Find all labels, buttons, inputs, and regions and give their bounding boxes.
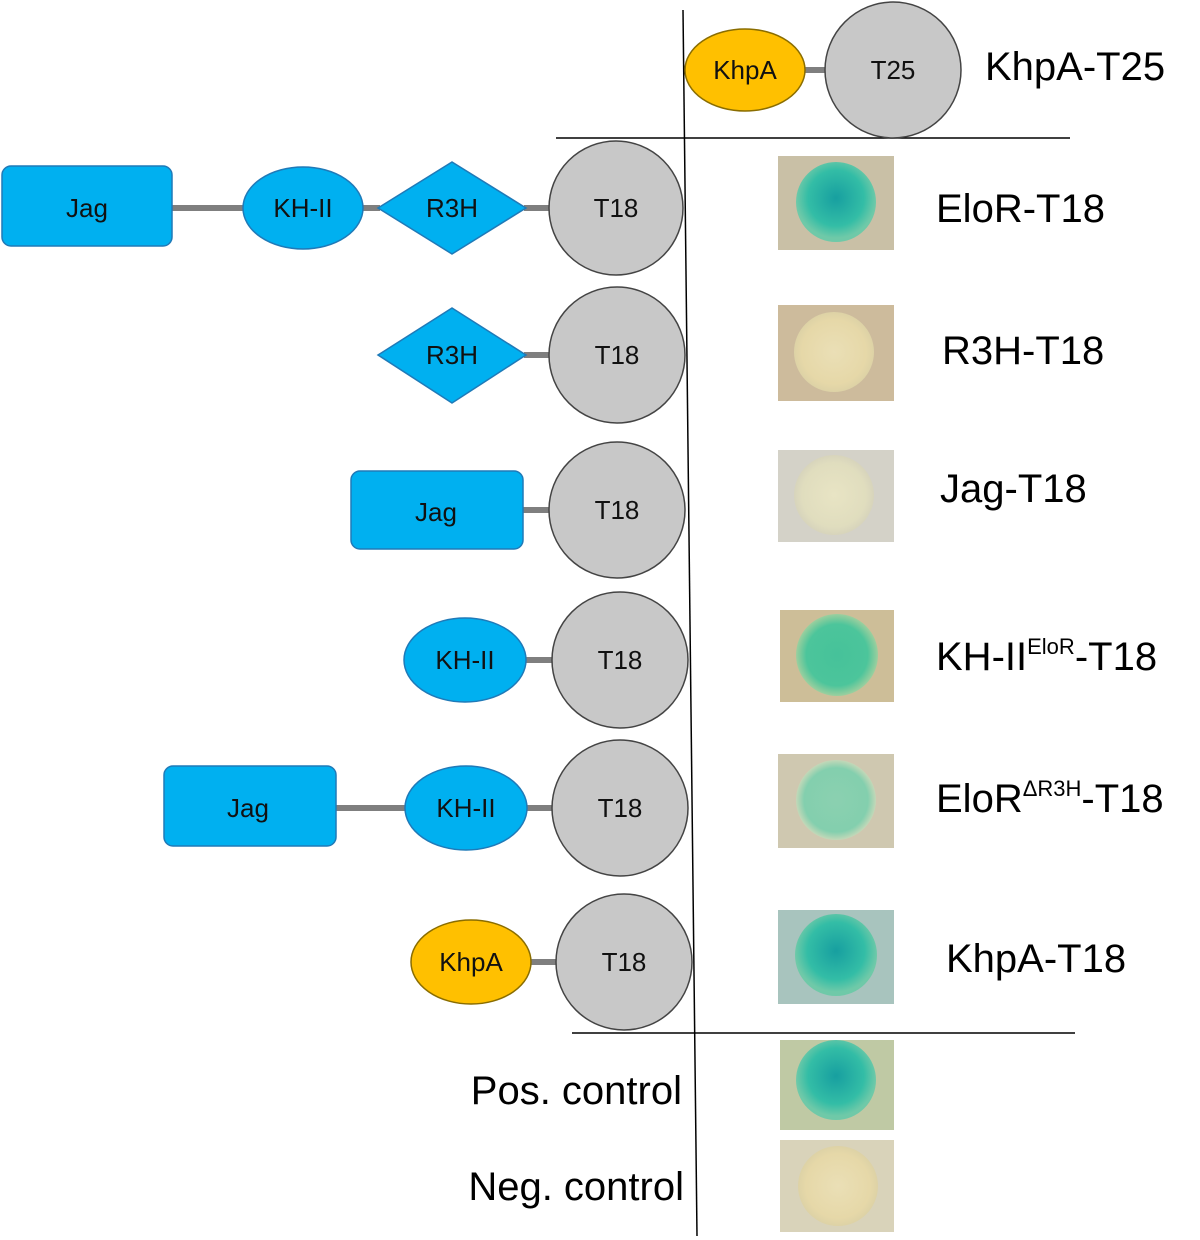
khpa-domain: [684, 28, 806, 112]
control-label: Neg. control: [468, 1165, 684, 1209]
control-row-negative: Neg. control: [468, 1140, 894, 1232]
construct-label: R3H-T18: [942, 329, 1104, 373]
construct-row-elor-delta-r3h: Jag KH-II T18 EloRΔR3H-T18: [163, 739, 1164, 877]
khpa-domain-label: KhpA: [713, 55, 777, 85]
r3h-domain: [376, 307, 528, 404]
colony-spot: [796, 162, 876, 242]
vertical-divider: [682, 9, 698, 1237]
construct-label-main: EloR: [936, 777, 1023, 821]
header-construct: KhpA T25 KhpA-T25: [684, 1, 1165, 139]
kh-ii-domain: [404, 765, 528, 851]
t18-tag: [548, 140, 684, 276]
t18-tag: [555, 893, 693, 1031]
t18-tag-label: T18: [598, 645, 643, 675]
control-row-positive: Pos. control: [471, 1040, 894, 1130]
t18-tag-label: T18: [595, 495, 640, 525]
colony-spot: [796, 614, 878, 696]
construct-label: Jag-T18: [940, 467, 1087, 511]
construct-label-tail: -T18: [1075, 635, 1157, 679]
construct-label: KH-IIEloR-T18: [936, 634, 1157, 679]
kh-ii-domain-label: KH-II: [436, 793, 495, 823]
jag-domain: [1, 165, 173, 247]
construct-label-tail: -T18: [1081, 777, 1163, 821]
colony-spot: [796, 1040, 876, 1120]
t18-tag: [551, 739, 689, 877]
colony-spot: [794, 455, 874, 535]
t25-tag: [824, 1, 962, 139]
construct-label-main: KH-II: [936, 635, 1027, 679]
t18-tag-label: T18: [598, 793, 643, 823]
construct-label: EloRΔR3H-T18: [936, 776, 1164, 821]
construct-label-superscript: EloR: [1027, 634, 1075, 659]
jag-domain-label: Jag: [415, 497, 457, 527]
construct-label: EloR-T18: [936, 187, 1105, 231]
khpa-domain-label: KhpA: [439, 947, 503, 977]
construct-label: KhpA-T18: [946, 937, 1126, 981]
kh-ii-domain-label: KH-II: [435, 645, 494, 675]
jag-domain: [163, 765, 337, 847]
t18-tag-label: T18: [595, 340, 640, 370]
header-construct-label: KhpA-T25: [985, 45, 1165, 89]
colony-spot: [794, 312, 874, 392]
t18-tag-label: T18: [594, 193, 639, 223]
construct-row-elor: Jag KH-II R3H T18 EloR-T18: [1, 140, 1105, 276]
construct-row-jag: Jag T18 Jag-T18: [350, 441, 1087, 579]
t18-tag: [548, 441, 686, 579]
control-label: Pos. control: [471, 1069, 682, 1113]
r3h-domain-label: R3H: [426, 340, 478, 370]
r3h-domain: [376, 161, 528, 255]
khpa-domain: [410, 919, 532, 1005]
kh-ii-domain-label: KH-II: [273, 193, 332, 223]
t18-tag: [551, 591, 689, 729]
t25-tag-label: T25: [871, 55, 916, 85]
r3h-domain-label: R3H: [426, 193, 478, 223]
jag-domain: [350, 470, 524, 550]
construct-label-superscript: ΔR3H: [1023, 776, 1082, 801]
kh-ii-domain: [403, 617, 527, 703]
jag-domain-label: Jag: [227, 793, 269, 823]
colony-spot: [798, 1146, 878, 1226]
jag-domain-label: Jag: [66, 193, 108, 223]
t18-tag-label: T18: [602, 947, 647, 977]
kh-ii-domain: [242, 166, 364, 250]
colony-spot: [795, 914, 877, 996]
construct-row-kh-ii: KH-II T18 KH-IIEloR-T18: [403, 591, 1157, 729]
colony-spot: [796, 760, 876, 840]
construct-row-khpa: KhpA T18 KhpA-T18: [410, 893, 1126, 1031]
t18-tag: [548, 286, 686, 424]
construct-row-r3h: R3H T18 R3H-T18: [376, 286, 1104, 424]
